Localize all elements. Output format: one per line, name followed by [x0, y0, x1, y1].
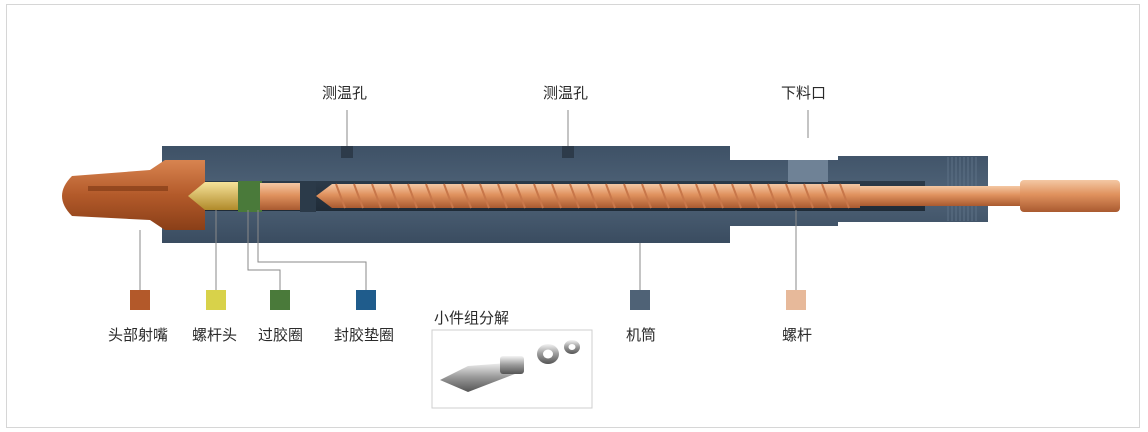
screw-head-assembly — [188, 181, 316, 212]
callout-lines — [139, 110, 809, 290]
swatch-seal-washer — [356, 290, 376, 310]
label-screw: 螺杆 — [782, 326, 813, 344]
screw — [316, 180, 1120, 212]
label-temp-hole-1: 测温孔 — [322, 84, 368, 102]
label-seal-washer: 封胶垫圈 — [334, 326, 395, 344]
temp-hole-marks — [341, 146, 574, 158]
swatch-screw — [786, 290, 806, 310]
label-small-parts: 小件组分解 — [434, 309, 510, 327]
label-temp-hole-2: 测温孔 — [543, 84, 589, 102]
swatch-barrel — [630, 290, 650, 310]
label-check-ring: 过胶圈 — [258, 326, 304, 344]
nozzle-head — [62, 160, 205, 230]
swatch-nozzle-head — [130, 290, 150, 310]
label-barrel: 机筒 — [626, 326, 657, 344]
label-nozzle-head: 头部射嘴 — [108, 326, 169, 344]
swatch-check-ring — [270, 290, 290, 310]
label-feed-port: 下料口 — [781, 84, 827, 102]
swatch-screw-head — [206, 290, 226, 310]
label-screw-head: 螺杆头 — [192, 326, 238, 344]
small-parts-image — [431, 329, 593, 409]
